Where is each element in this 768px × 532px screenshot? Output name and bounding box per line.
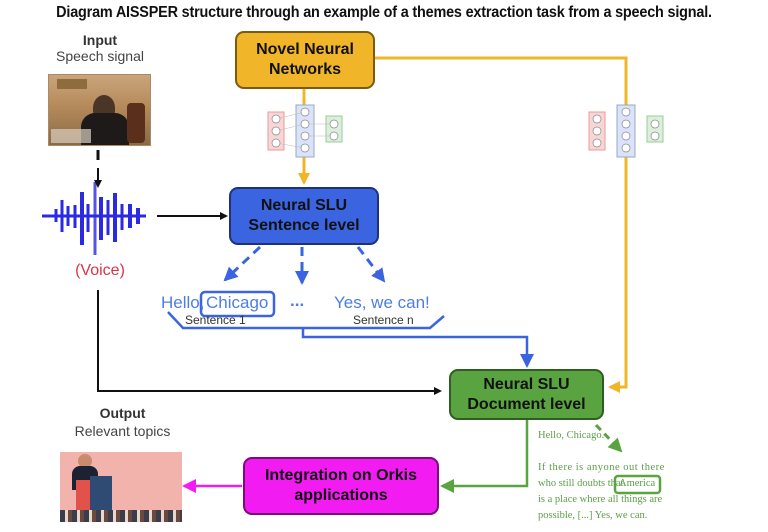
doc-line-5: possible, [...] Yes, we can. [538,510,648,521]
doc-line-3-prefix: who still doubts that [538,478,624,489]
arrow-document-to-text [594,423,623,453]
input-heading: Input [82,32,118,48]
input-subheading: Speech signal [56,48,144,64]
arrow-sentences-to-document [301,328,534,368]
voice-label: (Voice) [75,262,125,279]
neural-network-icon-2 [588,104,664,158]
sentences-bracket [167,311,445,330]
doc-line-4: is a place where all things are [538,494,663,505]
arrow-voice-to-document [97,290,442,395]
integration-orkis-label: Integration on Orkis applications [264,467,417,504]
neural-slu-document-label: Neural SLU Document level [467,375,586,413]
output-speaker-photo [60,452,182,522]
neural-slu-document-box: Neural SLU Document level [449,369,604,420]
neural-slu-sentence-box: Neural SLU Sentence level [229,187,379,245]
arrow-novel-to-document [375,56,628,393]
doc-line-3-highlight: America [619,478,656,489]
neural-network-icon-1 [267,104,343,158]
sentence-n-label: Sentence n [353,313,414,327]
chicago-highlight-box [199,290,276,318]
integration-orkis-box: Integration on Orkis applications [243,457,439,515]
america-highlight-box [613,474,662,495]
sentence-1-highlight: Chicago [206,293,269,312]
doc-line-1: Hello, Chicago. [538,430,605,441]
doc-line-2: If there is anyone out there [538,462,665,473]
output-subheading: Relevant topics [74,423,171,439]
sentence-1-prefix: Hello, [161,293,205,312]
output-heading: Output [99,405,146,421]
sentence-n: Yes, we can! [334,293,430,312]
novel-neural-networks-box: Novel Neural Networks [235,31,375,89]
speech-input-photo [48,74,151,146]
arrow-document-to-integration [440,420,529,493]
ellipsis: ... [290,291,305,310]
voice-waveform-icon [42,182,146,255]
diagram-title: Diagram AISSPER structure through an exa… [56,4,712,21]
neural-slu-sentence-label: Neural SLU Sentence level [248,197,360,234]
novel-neural-networks-label: Novel Neural Networks [256,41,354,78]
sentence-1-label: Sentence 1 [185,313,246,327]
